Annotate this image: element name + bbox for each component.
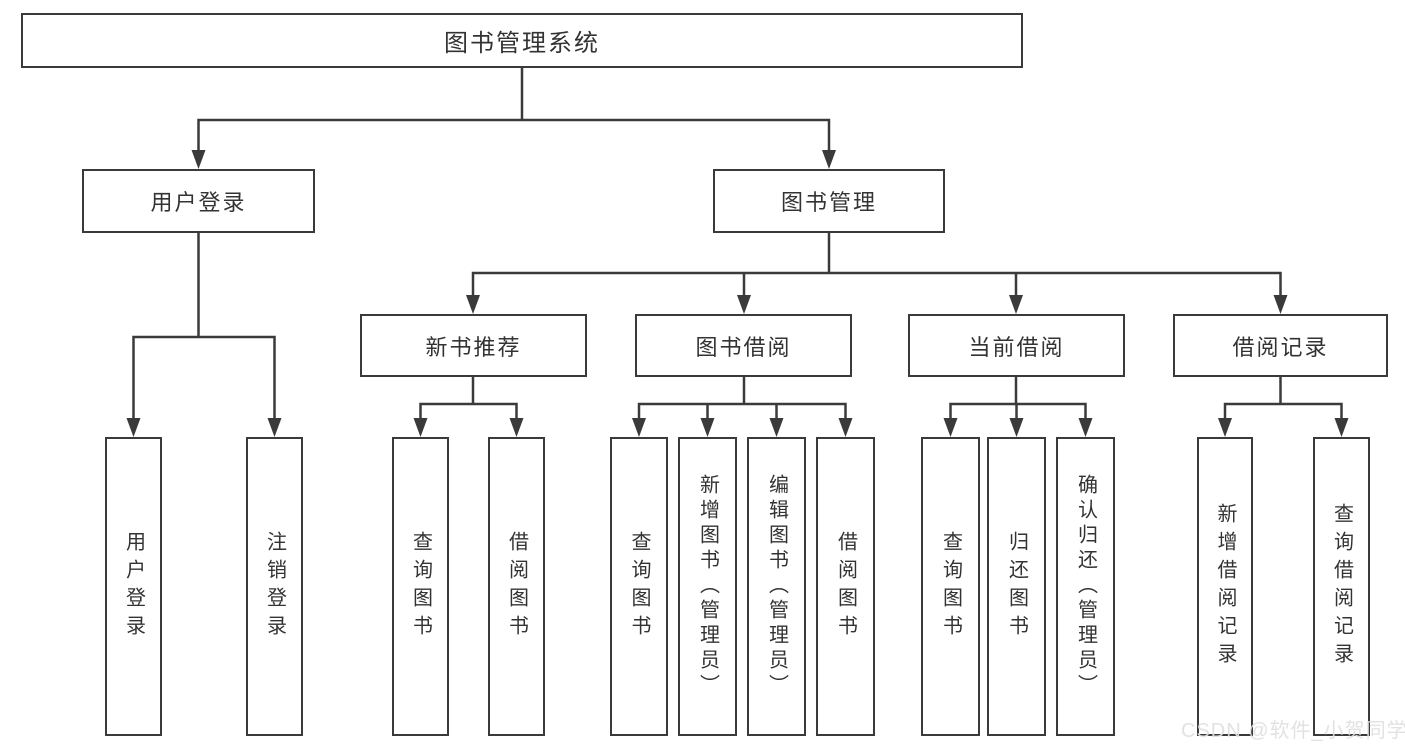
node-leaf-query-books-recommend: 查询图书	[392, 437, 449, 736]
node-label: 查询图书	[939, 530, 962, 643]
node-label: 当前借阅	[968, 334, 1065, 360]
node-borrowing-records: 借阅记录	[1173, 314, 1388, 377]
node-label: 查询借阅记录	[1330, 502, 1353, 671]
node-book-borrowing: 图书借阅	[635, 314, 852, 377]
node-leaf-query-borrow-record: 查询借阅记录	[1313, 437, 1370, 736]
node-label: 借阅记录	[1232, 334, 1329, 360]
node-label: 查询图书	[409, 530, 432, 643]
node-user-login: 用户登录	[82, 169, 315, 233]
node-current-borrowing: 当前借阅	[908, 314, 1125, 377]
node-leaf-user-login: 用户登录	[105, 437, 162, 736]
node-leaf-borrow-books-borrowing: 借阅图书	[816, 437, 875, 736]
connector-current-borrowing-to-leaves	[943, 375, 1093, 437]
node-label: 图书管理系统	[444, 30, 600, 57]
connector-new-book-recommend-to-leaves	[413, 375, 524, 437]
connector-user-login-to-leaves	[126, 231, 282, 437]
node-label: 图书管理	[780, 190, 877, 215]
node-leaf-edit-books-admin: 编辑图书（管理员）	[747, 437, 806, 736]
node-leaf-query-books-current: 查询图书	[921, 437, 980, 736]
node-leaf-add-borrow-record: 新增借阅记录	[1197, 437, 1253, 736]
node-label: 注销登录	[263, 530, 286, 643]
node-label: 图书借阅	[695, 334, 792, 360]
node-label: 归还图书	[1005, 530, 1028, 643]
node-leaf-add-books-admin: 新增图书（管理员）	[678, 437, 737, 736]
connector-book-management-to-level3	[466, 231, 1288, 314]
node-leaf-logout: 注销登录	[246, 437, 303, 736]
node-leaf-query-books-borrowing: 查询图书	[610, 437, 668, 736]
node-label: 用户登录	[150, 190, 247, 215]
connector-borrowing-records-to-leaves	[1218, 375, 1349, 437]
connector-book-borrowing-to-leaves	[632, 375, 853, 437]
node-leaf-return-books: 归还图书	[987, 437, 1046, 736]
csdn-watermark: CSDN @软件_小贺同学	[1181, 720, 1405, 742]
node-new-book-recommend: 新书推荐	[360, 314, 587, 377]
node-label: 借阅图书	[505, 530, 528, 643]
node-leaf-confirm-return-admin: 确认归还（管理员）	[1056, 437, 1115, 736]
node-label: 新书推荐	[425, 334, 522, 360]
node-label: 用户登录	[122, 530, 145, 643]
node-label: 借阅图书	[834, 530, 857, 643]
node-label: 查询图书	[628, 530, 650, 643]
node-label: 新增图书（管理员）	[696, 474, 719, 699]
node-label: 编辑图书（管理员）	[765, 474, 788, 699]
node-label: 新增借阅记录	[1214, 502, 1236, 671]
node-label: 确认归还（管理员）	[1074, 474, 1097, 699]
node-leaf-borrow-books-recommend: 借阅图书	[488, 437, 545, 736]
connector-root-to-level2	[191, 66, 836, 169]
node-root-library-management-system: 图书管理系统	[21, 13, 1023, 68]
node-book-management: 图书管理	[713, 169, 945, 233]
